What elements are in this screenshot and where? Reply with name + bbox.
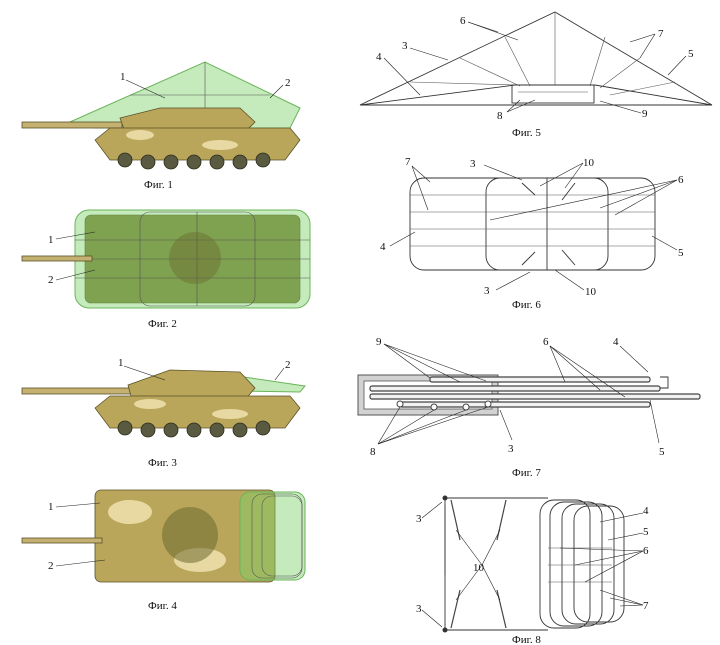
fig1-label-1: 1 <box>120 71 126 83</box>
fig1-caption: Фиг. 1 <box>144 179 173 191</box>
fig7-label-3: 3 <box>508 443 514 455</box>
fig6-caption: Фиг. 6 <box>512 299 541 311</box>
fig6-label-6: 6 <box>678 174 684 186</box>
fig5-label-6: 6 <box>460 15 466 27</box>
fig5-label-5: 5 <box>688 48 694 60</box>
gun-barrel-top <box>21 255 93 262</box>
fig2-caption: Фиг. 2 <box>148 318 177 330</box>
figure-5: 6 7 3 4 5 8 9 Фиг. 5 <box>359 11 713 139</box>
figure-6: 7 3 10 6 4 5 3 10 Фиг. 6 <box>380 156 684 311</box>
fig1-label-2: 2 <box>285 77 291 89</box>
figure-1: 1 2 Фиг. 1 <box>21 61 301 191</box>
fig5-label-4: 4 <box>376 51 382 63</box>
fig6-label-4: 4 <box>380 241 386 253</box>
fig8-label-3-top: 3 <box>416 513 422 525</box>
fig6-label-7: 7 <box>405 156 411 168</box>
fig7-caption: Фиг. 7 <box>512 467 541 479</box>
gun-barrel-top <box>21 537 103 544</box>
fig4-label-2: 2 <box>48 560 54 572</box>
fig3-caption: Фиг. 3 <box>148 457 177 469</box>
figure-3: 1 2 Фиг. 3 <box>21 357 306 469</box>
fig8-label-7: 7 <box>643 600 649 612</box>
fig6-label-3-top: 3 <box>470 158 476 170</box>
road-wheels <box>117 152 271 170</box>
figure-2: 1 2 Фиг. 2 <box>21 209 311 330</box>
fig8-label-10: 10 <box>473 562 485 574</box>
fig6-label-3-bottom: 3 <box>484 285 490 297</box>
fig4-caption: Фиг. 4 <box>148 600 177 612</box>
fig5-label-9: 9 <box>642 108 648 120</box>
fig7-label-8: 8 <box>370 446 376 458</box>
fig3-label-1: 1 <box>118 357 124 369</box>
fig8-caption: Фиг. 8 <box>512 634 541 645</box>
fig8-label-5: 5 <box>643 526 649 538</box>
fig7-label-6: 6 <box>543 336 549 348</box>
fig2-label-1: 1 <box>48 234 54 246</box>
road-wheels <box>117 420 271 438</box>
fig4-label-1: 1 <box>48 501 54 513</box>
fig8-label-4: 4 <box>643 505 649 517</box>
fig7-label-5: 5 <box>659 446 665 458</box>
fig6-label-10-top: 10 <box>583 157 595 169</box>
fig2-label-2: 2 <box>48 274 54 286</box>
fig3-label-2: 2 <box>285 359 291 371</box>
gun-barrel <box>21 121 123 129</box>
fig5-label-8: 8 <box>497 110 503 122</box>
figure-4: 1 2 Фиг. 4 <box>21 489 306 612</box>
tank-turret <box>127 369 256 401</box>
gun-barrel <box>21 387 133 395</box>
fig5-label-3: 3 <box>402 40 408 52</box>
fig7-label-9: 9 <box>376 336 382 348</box>
figure-7: 9 6 4 8 3 5 Фиг. 7 <box>357 336 701 479</box>
fig6-label-10-bottom: 10 <box>585 286 597 298</box>
figure-8: 3 4 5 10 6 7 3 Фиг. 8 <box>416 495 649 645</box>
fig8-label-6: 6 <box>643 545 649 557</box>
fig5-label-7: 7 <box>658 28 664 40</box>
fig8-label-3-bottom: 3 <box>416 603 422 615</box>
fig5-caption: Фиг. 5 <box>512 127 541 139</box>
folded-screen-top <box>239 491 306 581</box>
fig7-label-4: 4 <box>613 336 619 348</box>
fig6-label-5: 5 <box>678 247 684 259</box>
